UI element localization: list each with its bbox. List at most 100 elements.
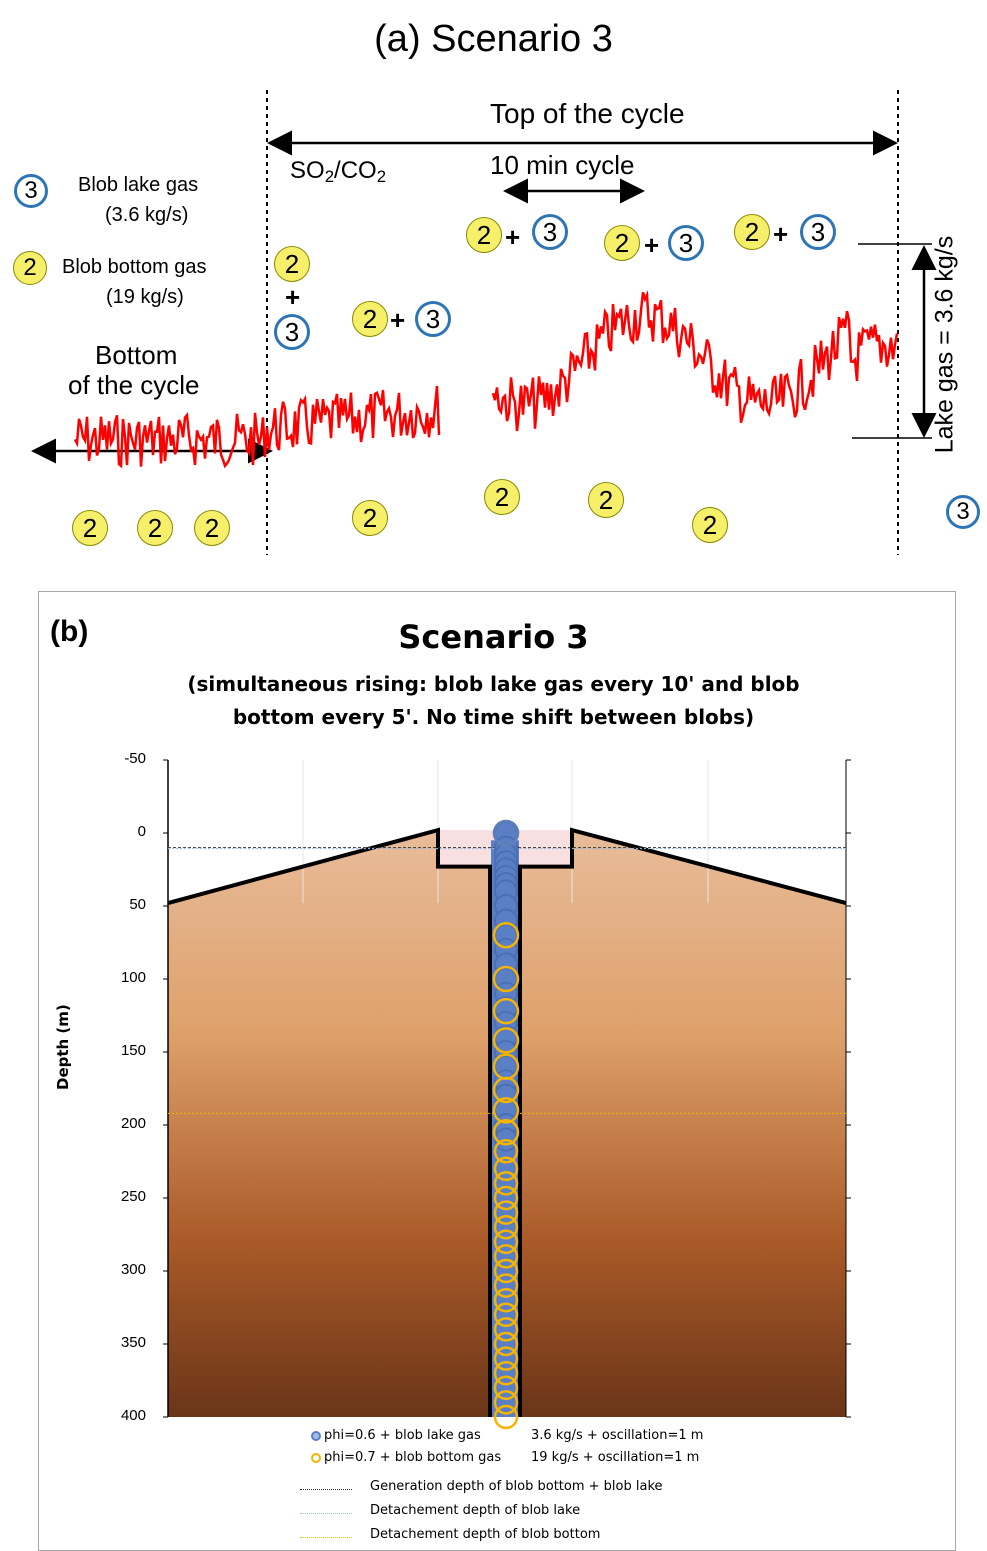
top-of-cycle-label: Top of the cycle <box>490 98 685 129</box>
blob-bottom-gas-point <box>492 921 520 949</box>
legend-line-label: Detachement depth of blob lake <box>370 1503 581 1518</box>
gas-ratio-traces <box>73 289 899 469</box>
blob-bottom-gas-point <box>493 1200 519 1225</box>
panel-b-tag: (b) <box>50 615 89 648</box>
panel-b-subtitle-line1: (simultaneous rising: blob lake gas ever… <box>187 672 800 696</box>
blob-bottom-gas-badge: 2 <box>466 217 502 253</box>
bottom-of-cycle-line1: Bottom <box>95 340 178 370</box>
legend-series-rate: 19 kg/s + oscillation=1 m <box>531 1450 700 1465</box>
blob-bottom-gas-point <box>493 1185 519 1211</box>
panel-b-subtitle-line2: bottom every 5'. No time shift between b… <box>232 705 755 729</box>
legend-line-swatch <box>300 1537 352 1538</box>
blob-bottom-gas-point <box>492 1119 520 1146</box>
legend-series-name: phi=0.6 + blob lake gas <box>324 1428 481 1443</box>
y-tick-label: 400 <box>120 1407 146 1424</box>
blob-bottom-gas-point <box>493 1258 519 1284</box>
y-tick-label: 50 <box>129 896 146 913</box>
blob-lake-gas-badge: 3 <box>800 214 836 250</box>
legend-lake-name: Blob lake gas <box>78 174 199 196</box>
blob-bottom-gas-point <box>492 1027 520 1054</box>
blob-bottom-gas-point <box>493 1346 519 1371</box>
blob-bottom-gas-point <box>493 1302 519 1328</box>
blob-lake-gas-badge: 3 <box>946 495 980 529</box>
volcano-body <box>168 830 846 1417</box>
y-tick-label: -50 <box>124 750 146 767</box>
legend-line-label: Detachement depth of blob bottom <box>370 1527 601 1542</box>
blob-lake-gas-badge: 3 <box>14 174 48 208</box>
blob-bottom-gas-badge: 2 <box>72 510 108 546</box>
blob-bottom-gas-point <box>493 1360 519 1386</box>
blob-bottom-gas-badge: 2 <box>484 479 520 515</box>
blob-bottom-gas-point <box>493 1273 519 1298</box>
legend-marker <box>311 1453 321 1463</box>
blob-bottom-gas-badge: 2 <box>352 500 388 536</box>
depth-axis-label: Depth (m) <box>54 1004 72 1090</box>
legend-line-label: Generation depth of blob bottom + blob l… <box>370 1479 663 1494</box>
gas-ratio-trace-2 <box>491 289 899 432</box>
blob-bottom-gas-point <box>492 997 520 1025</box>
panel-a-title: (a) Scenario 3 <box>374 18 613 60</box>
blob-bottom-gas-point <box>492 1097 520 1124</box>
surface-blob-lake <box>492 819 520 847</box>
depth-plot-area <box>163 759 851 1430</box>
legend-line-swatch <box>300 1489 352 1490</box>
blob-bottom-gas-badge: 2 <box>274 246 310 282</box>
blob-bottom-gas-badge: 2 <box>194 510 230 546</box>
blob-bottom-gas-badge: 2 <box>604 225 640 261</box>
lake-gas-label: Lake gas = 3.6 kg/s <box>930 235 959 454</box>
panel-b-title: Scenario 3 <box>398 618 589 656</box>
legend-lake-rate: (3.6 kg/s) <box>105 204 189 226</box>
blob-bottom-gas-point <box>493 1331 519 1357</box>
blob-bottom-gas-point <box>493 1390 519 1415</box>
plus-sign: + <box>773 219 789 249</box>
blob-bottom-gas-point <box>493 1317 519 1342</box>
blob-bottom-gas-point <box>493 1171 519 1196</box>
y-tick-label: 300 <box>120 1261 146 1278</box>
plus-sign: + <box>285 282 301 312</box>
so2-co2-label: SO2/CO2 <box>290 157 387 187</box>
blob-lake-gas-badge: 3 <box>532 214 568 250</box>
legend-bottom-rate: (19 kg/s) <box>106 286 184 308</box>
gas-ratio-trace-1 <box>73 385 441 469</box>
bottom-of-cycle-line2: of the cycle <box>68 370 200 400</box>
plus-sign: + <box>644 230 660 260</box>
blob-lake-gas-badge: 3 <box>274 314 310 350</box>
volcano-outline-right <box>518 827 847 1417</box>
legend-series-name: phi=0.7 + blob bottom gas <box>324 1450 502 1465</box>
blob-bottom-gas-point <box>493 1139 519 1164</box>
blob-lake-gas-badge: 3 <box>415 301 451 337</box>
blob-bottom-gas-point <box>493 1375 519 1401</box>
y-tick-label: 350 <box>120 1334 146 1351</box>
blob-bottom-gas-point <box>493 1287 519 1313</box>
legend-line-swatch <box>300 1513 352 1514</box>
ten-min-cycle-label: 10 min cycle <box>490 150 635 180</box>
blob-bottom-gas-point <box>493 1404 519 1430</box>
legend-bottom-name: Blob bottom gas <box>62 256 207 278</box>
blob-bottom-gas-badge: 2 <box>13 251 47 285</box>
blob-bottom-gas-point <box>492 1076 520 1104</box>
y-tick-label: 100 <box>120 969 146 986</box>
y-tick-label: 150 <box>120 1042 146 1059</box>
volcano-outline-left <box>167 827 492 1417</box>
blob-bottom-gas-badge: 2 <box>137 510 173 546</box>
y-tick-label: 250 <box>120 1188 146 1205</box>
blob-bottom-gas-point <box>493 1244 519 1269</box>
panel-a-chart <box>31 90 937 555</box>
y-tick-label: 200 <box>120 1115 146 1132</box>
y-tick-label: 0 <box>137 823 146 840</box>
blob-bottom-gas-point <box>493 1229 519 1255</box>
blob-lake-gas-badge: 3 <box>668 225 704 261</box>
blob-bottom-gas-badge: 2 <box>692 507 728 543</box>
blob-bottom-gas-badge: 2 <box>352 301 388 337</box>
blob-bottom-gas-point <box>493 1156 519 1182</box>
legend-marker <box>311 1431 321 1441</box>
panel-b-chart <box>163 759 851 1430</box>
legend-series-rate: 3.6 kg/s + oscillation=1 m <box>531 1428 704 1443</box>
plus-sign: + <box>390 305 406 335</box>
plus-sign: + <box>505 222 521 252</box>
blob-bottom-gas-point <box>492 965 520 993</box>
blob-bottom-gas-badge: 2 <box>734 214 770 250</box>
blob-bottom-gas-badge: 2 <box>588 482 624 518</box>
blob-bottom-gas-point <box>493 1214 519 1240</box>
